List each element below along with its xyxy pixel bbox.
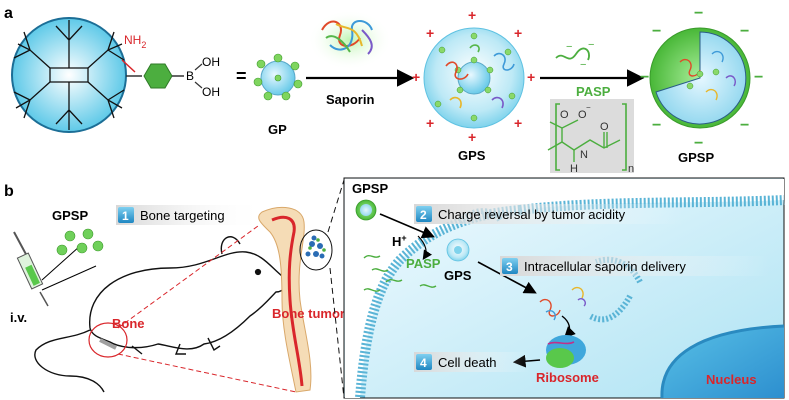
phenyl-ring — [143, 63, 173, 89]
callout-line-1 — [41, 245, 81, 281]
saporin-label: Saporin — [326, 92, 374, 107]
pasp-curve: − − − — [555, 39, 594, 71]
ribosome-label: Ribosome — [536, 370, 599, 385]
panel-a-label: a — [4, 5, 13, 22]
gps-charges: + + + + + + + + — [412, 7, 535, 145]
gps-label: GPS — [458, 148, 486, 163]
svg-text:n: n — [628, 163, 634, 175]
step-2: 2 Charge reversal by tumor acidity — [414, 204, 684, 224]
svg-text:−: − — [640, 69, 649, 86]
svg-text:+: + — [426, 115, 434, 131]
step-4: 4 Cell death — [414, 352, 530, 372]
gps-particle — [423, 27, 525, 129]
tumor-cells — [305, 235, 325, 259]
mouse-bone — [99, 338, 117, 350]
gps-cell-label: GPS — [444, 268, 472, 283]
gpsp-particle — [649, 27, 751, 129]
svg-text:+: + — [527, 69, 535, 85]
svg-text:+: + — [412, 69, 420, 85]
svg-text:−: − — [740, 117, 749, 134]
svg-text:−: − — [754, 69, 763, 86]
pasp-cell-label: PASP — [406, 256, 441, 271]
gp-label: GP — [268, 122, 287, 137]
gpsp-cell-particle — [355, 199, 377, 221]
svg-text:O: O — [560, 109, 569, 121]
svg-text:3: 3 — [506, 260, 513, 274]
syringe — [13, 231, 49, 307]
tumor-particles — [308, 238, 326, 252]
released-saporin — [539, 286, 587, 321]
svg-text:N: N — [580, 149, 588, 161]
pasp-structure: O − O O H N n — [547, 99, 634, 175]
iv-label: i.v. — [10, 310, 27, 325]
svg-text:Charge reversal by tumor acidi: Charge reversal by tumor acidity — [438, 207, 626, 222]
step-1: 1 Bone targeting — [116, 205, 266, 225]
equals-sign: = — [236, 66, 247, 86]
svg-text:−: − — [566, 41, 572, 53]
zoom-line-top — [117, 225, 259, 329]
svg-text:+: + — [468, 129, 476, 145]
arrow-h-plus — [417, 235, 432, 260]
svg-text:−: − — [652, 23, 661, 40]
cell-zoom-line-top — [327, 179, 345, 233]
saporin-glow — [308, 10, 392, 70]
panel-b-label: b — [4, 183, 14, 200]
svg-text:+: + — [468, 7, 476, 23]
svg-text:1: 1 — [122, 209, 129, 223]
svg-text:2: 2 — [420, 208, 427, 222]
svg-text:Intracellular saporin delivery: Intracellular saporin delivery — [524, 259, 686, 274]
oh-bond-bottom — [194, 81, 203, 89]
svg-text:−: − — [694, 135, 703, 152]
svg-text:H: H — [570, 163, 578, 175]
zoom-line-bottom — [117, 353, 297, 393]
pasp-fragments — [363, 255, 437, 292]
arrow-delivery — [477, 261, 537, 294]
svg-text:O: O — [578, 109, 587, 121]
svg-text:−: − — [588, 39, 594, 51]
dendrimer-structure — [11, 17, 127, 133]
svg-text:−: − — [580, 59, 586, 71]
svg-text:Cell death: Cell death — [438, 355, 497, 370]
nucleus-label: Nucleus — [706, 372, 757, 387]
svg-text:−: − — [586, 103, 591, 112]
amine-label: NH2 — [124, 33, 146, 50]
gpsp-injected-label: GPSP — [52, 208, 88, 223]
bone-tumor-label: Bone tumor — [272, 306, 345, 321]
svg-text:−: − — [652, 117, 661, 134]
svg-text:Bone targeting: Bone targeting — [140, 208, 225, 223]
ribosome — [546, 335, 586, 368]
svg-text:+: + — [514, 115, 522, 131]
svg-text:+: + — [426, 25, 434, 41]
oh-bond-top — [194, 63, 203, 71]
gps-cell-particle — [446, 238, 470, 262]
callout-line-2 — [41, 265, 97, 291]
arrow-to-ribosome — [561, 315, 576, 338]
mouse — [34, 236, 287, 393]
svg-text:−: − — [740, 23, 749, 40]
injected-particles — [56, 228, 104, 256]
saporin-protein — [321, 20, 373, 55]
pasp-label: PASP — [576, 84, 611, 99]
svg-text:−: − — [694, 5, 703, 22]
boronic-oh-bottom: OH — [202, 85, 220, 99]
cell-zoom-line-bottom — [329, 267, 345, 399]
boronic-oh-top: OH — [202, 55, 220, 69]
step-3: 3 Intracellular saporin delivery — [500, 256, 770, 276]
amine-bond — [121, 59, 136, 73]
gpsp-cell-label: GPSP — [352, 181, 388, 196]
svg-text:4: 4 — [420, 356, 427, 370]
arrow-charge-reversal — [379, 213, 435, 239]
boron-label: B — [186, 69, 194, 83]
gpsp-charges: − − − − − − − − — [640, 5, 763, 152]
svg-text:+: + — [514, 25, 522, 41]
gp-particle — [253, 53, 303, 101]
gpsp-label: GPSP — [678, 150, 714, 165]
bone-highlight — [88, 322, 128, 358]
svg-text:O: O — [600, 121, 609, 133]
h-plus-label: H+ — [392, 233, 407, 249]
bone-tumor-bone — [258, 206, 312, 393]
bone-label: Bone — [112, 316, 145, 331]
tumor-highlight — [299, 229, 333, 271]
